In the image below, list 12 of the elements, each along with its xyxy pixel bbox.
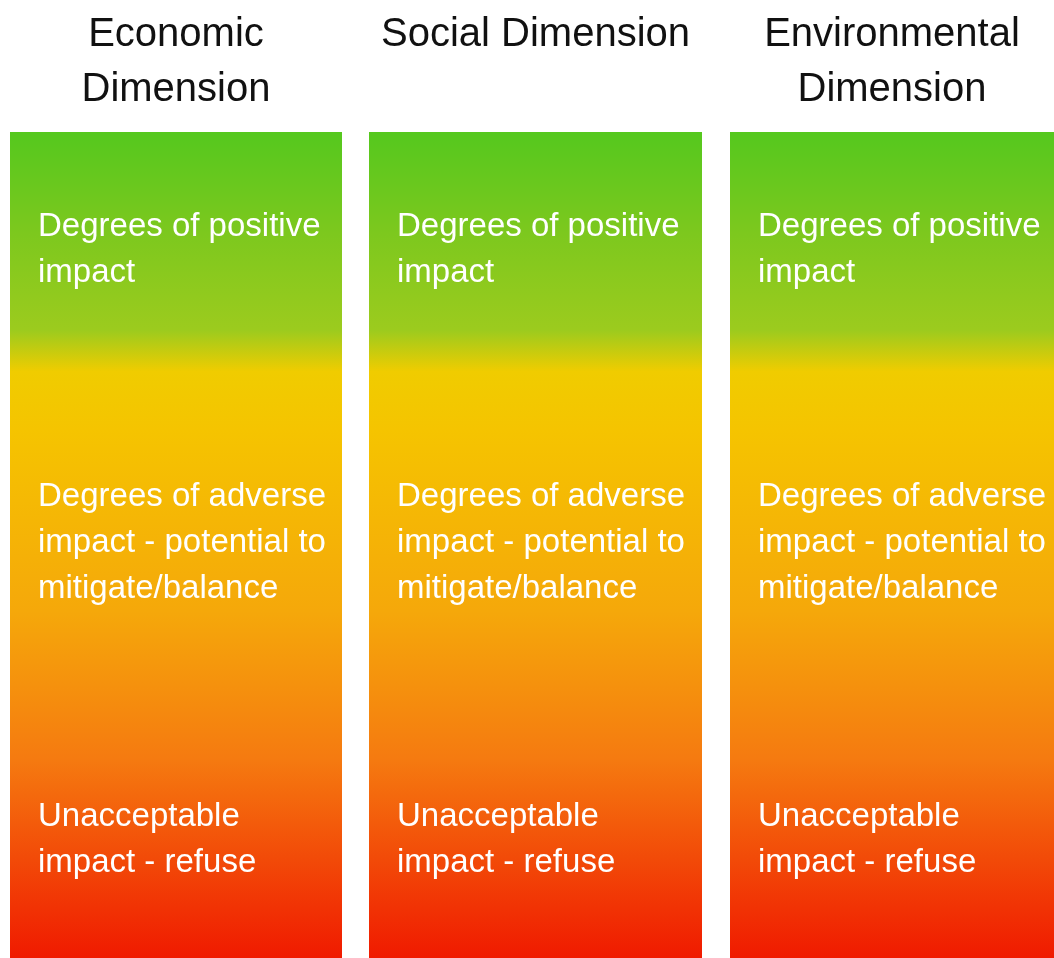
positive-impact-text: Degrees of positive impact [758, 205, 1042, 291]
adverse-impact-text: Degrees of adverse impact - potential to mitigate/balance [397, 475, 686, 607]
positive-impact-text: Degrees of positive impact [397, 205, 681, 291]
column-heading: Environmental Dimension [763, 9, 1021, 111]
unacceptable-impact-text: Unacceptable impact - refuse [38, 795, 258, 881]
positive-impact-text: Degrees of positive impact [38, 205, 322, 291]
adverse-impact-text: Degrees of adverse impact - potential to mitigate/balance [758, 475, 1047, 607]
adverse-impact-text: Degrees of adverse impact - potential to mitigate/balance [38, 475, 327, 607]
column-heading: Economic Dimension [80, 9, 272, 111]
unacceptable-impact-text: Unacceptable impact - refuse [758, 795, 978, 881]
column-heading: Social Dimension [381, 9, 690, 56]
unacceptable-impact-text: Unacceptable impact - refuse [397, 795, 617, 881]
